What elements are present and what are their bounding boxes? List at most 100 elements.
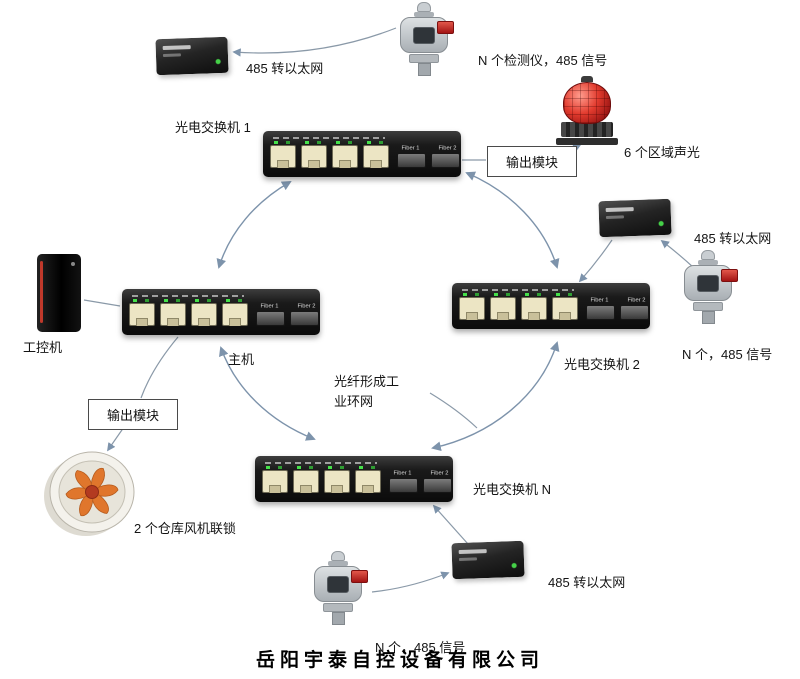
detector-top-to-converter	[232, 27, 397, 57]
ethernet-ports	[459, 293, 578, 320]
rj45-port	[521, 293, 547, 320]
output-module-box-top: 输出模块	[487, 146, 578, 177]
output-module-to-fan	[107, 426, 125, 452]
detector-antenna	[417, 2, 431, 12]
detector-neck	[328, 561, 348, 566]
fan-image	[44, 451, 135, 536]
detector-antenna	[701, 250, 715, 260]
fiber-ring-arcs	[216, 171, 560, 452]
label-switch2: 光电交换机 2	[564, 357, 640, 372]
converter-right-to-switch2	[578, 239, 613, 283]
detector-base	[693, 302, 723, 311]
rj45-port	[355, 466, 381, 493]
ring-arc-left	[216, 181, 292, 269]
detector-antenna	[331, 551, 345, 561]
label-detector-bottom: N 个，485 信号	[375, 640, 466, 655]
detector-display	[697, 275, 719, 292]
rj45-port	[191, 299, 217, 326]
detector-display	[413, 27, 435, 44]
rj45-port	[160, 299, 186, 326]
ring-arc-bottom-left	[219, 346, 316, 441]
gas-detector-right	[680, 250, 738, 324]
detector-stem	[331, 612, 345, 625]
sfp-port	[620, 305, 649, 320]
sfp-cages	[256, 311, 319, 326]
sfp-cages	[389, 478, 452, 493]
host-to-output-module	[140, 336, 179, 399]
detector-stem	[701, 311, 715, 324]
gas-detector-bottom	[310, 551, 368, 625]
sfp-cages	[397, 153, 460, 168]
detector-body	[314, 566, 368, 602]
sfp-port	[256, 311, 285, 326]
detector-neck	[698, 260, 718, 265]
ethernet-ports	[129, 299, 248, 326]
detector-red-module	[437, 21, 454, 34]
beacon-flange	[556, 138, 618, 145]
label-switch1: 光电交换机 1	[175, 120, 251, 135]
rs485-converter-bottom	[451, 540, 525, 580]
label-host: 主机	[228, 352, 255, 367]
alarm-beacon	[556, 76, 618, 145]
rj45-port	[459, 293, 485, 320]
detector-base	[323, 603, 353, 612]
company-title: 岳阳宇泰自控设备有限公司	[255, 650, 544, 671]
label-switch-n: 光电交换机 N	[473, 482, 552, 497]
beacon-base	[561, 122, 613, 137]
ethernet-ports	[270, 141, 389, 168]
ring-arc-bottom-right	[431, 341, 560, 452]
fiber2-label: Fiber 2	[437, 144, 456, 151]
rj45-port	[129, 299, 155, 326]
industrial-pc	[37, 254, 81, 332]
rj45-port	[293, 466, 319, 493]
detector-display	[327, 576, 349, 593]
beacon-dome	[563, 82, 611, 124]
rj45-port	[301, 141, 327, 168]
fiber1-label: Fiber 1	[590, 296, 609, 303]
switch-label-strip	[273, 134, 385, 142]
fiber1-label: Fiber 1	[260, 302, 279, 309]
ipc-to-host	[83, 299, 121, 307]
ring-network-note: 光纤形成工业环网	[334, 374, 400, 409]
warehouse-fan	[42, 448, 138, 545]
label-ipc: 工控机	[23, 340, 63, 355]
converter-bottom-to-switchn	[432, 504, 469, 545]
sfp-port	[423, 478, 452, 493]
fiber1-label: Fiber 1	[393, 469, 412, 476]
detector-body	[400, 17, 454, 53]
rs485-converter-right	[598, 198, 672, 238]
detector-base	[409, 54, 439, 63]
detector-body	[684, 265, 738, 301]
switch-label-strip	[132, 292, 244, 300]
rj45-port	[262, 466, 288, 493]
rj45-port	[490, 293, 516, 320]
gas-detector-top	[396, 2, 454, 76]
label-detector-top: N 个检测仪，485 信号	[478, 53, 608, 68]
label-converter-bottom: 485 转以太网	[548, 575, 626, 590]
rj45-port	[324, 466, 350, 493]
detector-neck	[414, 12, 434, 17]
sfp-cages	[586, 305, 649, 320]
rj45-port	[552, 293, 578, 320]
sfp-port	[397, 153, 426, 168]
detector-stem	[417, 63, 431, 76]
switch-label-strip	[462, 286, 574, 294]
output-module-box-left: 输出模块	[88, 399, 179, 430]
label-fan: 2 个仓库风机联锁	[134, 521, 236, 536]
